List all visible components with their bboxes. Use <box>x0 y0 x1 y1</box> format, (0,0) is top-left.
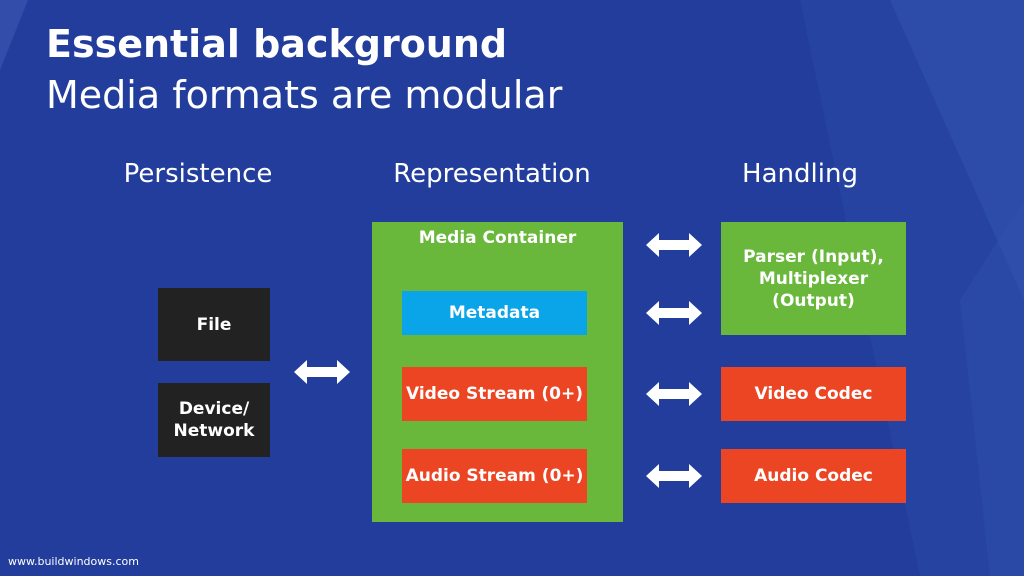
metadata-box-label: Metadata <box>448 303 541 323</box>
audio-stream-box: Audio Stream (0+) <box>402 449 587 503</box>
parser-multiplexer-box: Parser (Input), Multiplexer (Output) <box>721 222 906 335</box>
slide-subtitle: Media formats are modular <box>46 73 563 117</box>
device-network-box: Device/ Network <box>158 383 270 457</box>
video-stream-box: Video Stream (0+) <box>402 367 587 421</box>
column-heading-representation: Representation <box>393 159 591 189</box>
device-network-box-label: Device/ Network <box>173 399 255 441</box>
double-headed-arrow-icon <box>646 382 702 406</box>
media-container-label: Media Container <box>418 228 577 248</box>
double-headed-arrow-icon <box>646 233 702 257</box>
video-codec-box: Video Codec <box>721 367 906 421</box>
slide-title: Essential background <box>46 22 508 66</box>
audio-codec-box-label: Audio Codec <box>754 466 873 486</box>
audio-stream-box-label: Audio Stream (0+) <box>405 466 584 486</box>
metadata-box: Metadata <box>402 291 587 335</box>
double-headed-arrow-icon <box>294 360 350 384</box>
double-headed-arrow-icon <box>646 464 702 488</box>
footer-url: www.buildwindows.com <box>8 555 139 568</box>
file-box: File <box>158 288 270 361</box>
video-codec-box-label: Video Codec <box>754 384 873 404</box>
parser-multiplexer-box-label: Parser (Input), Multiplexer (Output) <box>743 247 884 311</box>
video-stream-box-label: Video Stream (0+) <box>406 384 583 404</box>
column-heading-handling: Handling <box>742 159 858 189</box>
file-box-label: File <box>196 314 232 335</box>
column-heading-persistence: Persistence <box>123 159 273 189</box>
double-headed-arrow-icon <box>646 301 702 325</box>
audio-codec-box: Audio Codec <box>721 449 906 503</box>
